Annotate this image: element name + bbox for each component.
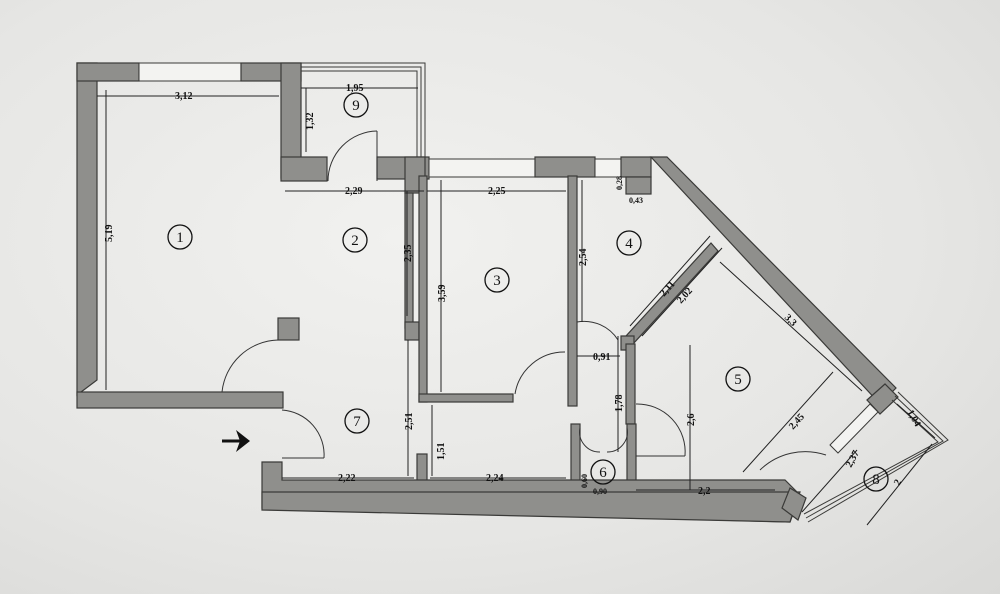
dim-r1-length: 5,19: [104, 225, 115, 243]
svg-text:4: 4: [625, 236, 633, 252]
dim-r7-length: 2,51: [404, 413, 415, 431]
room-marker-5: 5: [725, 366, 751, 392]
room-marker-7: 7: [344, 408, 370, 434]
svg-text:1: 1: [176, 230, 184, 246]
dim-r7-width: 2,22: [338, 473, 356, 484]
dim-hall-len: 1,78: [614, 395, 625, 413]
svg-text:9: 9: [352, 98, 360, 114]
dim-r6-w: 0,90: [593, 487, 607, 496]
dim-r4-niche-w: 0,43: [629, 196, 643, 205]
dim-r9-length: 1,32: [305, 113, 316, 131]
dim-r5-diag2: 2,45: [787, 412, 807, 432]
room-marker-1: 1: [167, 224, 193, 250]
dim-r9-width: 1,95: [346, 83, 364, 94]
dim-r8-length: 2: [892, 478, 904, 488]
room-marker-2: 2: [342, 227, 368, 253]
room-marker-4: 4: [616, 230, 642, 256]
dim-r5-height: 2,6: [686, 414, 697, 427]
dim-r5-diag-outer: 3,3: [782, 312, 799, 329]
dim-r8-inner: 2,37: [844, 449, 862, 470]
doors: [221, 130, 827, 471]
dim-r2-width: 2,29: [345, 186, 363, 197]
svg-text:8: 8: [872, 472, 880, 488]
dim-corr-width: 2,24: [486, 473, 504, 484]
dim-corr-length: 1,51: [436, 443, 447, 461]
room-markers: 1 2 3 4 5 6 7 8 9: [167, 92, 889, 492]
balconies: [301, 62, 949, 523]
dim-r3-length: 3,59: [437, 285, 448, 303]
svg-text:5: 5: [734, 372, 742, 388]
dim-r3-width: 2,25: [488, 186, 506, 197]
dim-hall-gap: 0,91: [593, 352, 611, 363]
dim-r4-length: 2,54: [578, 249, 589, 267]
room-marker-6: 6: [590, 459, 616, 485]
dimension-lines: [97, 87, 936, 526]
dim-r2-length: 2,35: [403, 245, 414, 263]
dim-r5-width: 2,2: [698, 486, 711, 497]
svg-text:6: 6: [599, 465, 607, 481]
dim-r1-width: 3,12: [175, 91, 193, 102]
room-marker-3: 3: [484, 267, 510, 293]
walls: [76, 62, 899, 523]
dimension-labels: 3,12 5,19 1,95 1,32 2,29 2,35 2,25 3,59 …: [104, 83, 923, 497]
entrance-arrow-icon: [222, 430, 250, 452]
room-marker-9: 9: [343, 92, 369, 118]
svg-text:2: 2: [351, 233, 359, 249]
svg-text:3: 3: [493, 273, 501, 289]
svg-text:7: 7: [353, 414, 361, 430]
room-marker-8: 8: [863, 466, 889, 492]
dim-r4-niche-h: 0,28: [615, 176, 624, 190]
dim-r6-h: 0,60: [580, 474, 589, 488]
